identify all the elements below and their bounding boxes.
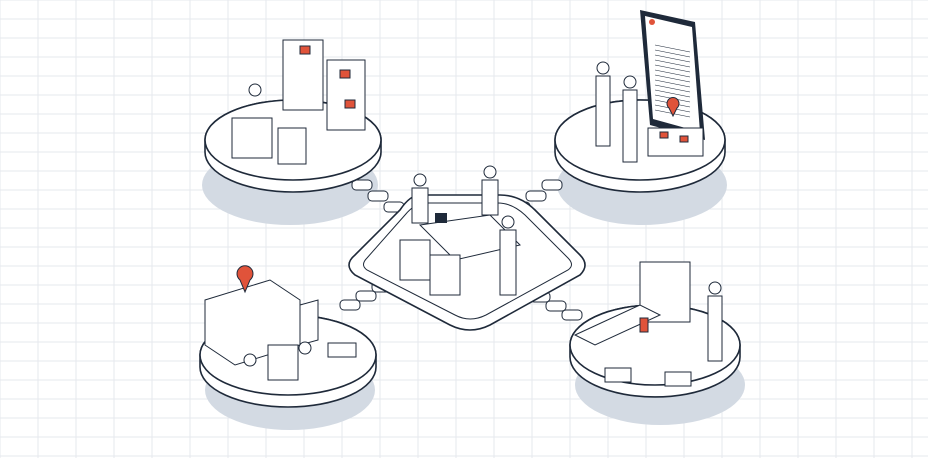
connector-tile <box>541 179 563 191</box>
box-pallet-icon <box>647 127 704 157</box>
laptop-icon <box>435 213 447 223</box>
location-pin-icon <box>666 97 680 118</box>
engineer-icon <box>707 281 723 362</box>
delivery-truck-icon <box>204 279 319 367</box>
meeting-hub-platform <box>348 165 586 331</box>
connector-tile <box>355 290 377 302</box>
robot-arm-icon <box>639 317 649 333</box>
warehouse-office-platform <box>204 39 382 193</box>
agreement-platform <box>554 10 726 193</box>
connector-tile <box>351 179 373 191</box>
robot-cart-icon <box>327 342 357 358</box>
connector-tile <box>367 190 389 202</box>
delivery-platform <box>199 265 377 408</box>
chair-icon <box>277 127 307 165</box>
office-desk-icon <box>231 117 273 159</box>
connector-tile <box>339 299 361 311</box>
forklift-icon <box>267 344 299 381</box>
worker-icon <box>248 83 262 97</box>
connector-tile <box>525 190 547 202</box>
shelving-rack-icon <box>282 39 366 131</box>
location-pin-icon <box>236 265 254 294</box>
factory-platform <box>569 261 741 398</box>
connector-tile <box>545 300 567 312</box>
team-members-icon <box>399 165 517 296</box>
robot-cart-icon <box>664 371 692 387</box>
handshake-people-icon <box>595 61 638 163</box>
clipboard-contract-icon <box>640 10 705 140</box>
meeting-table-icon <box>418 214 521 261</box>
connector-tile <box>561 309 583 321</box>
conveyor-icon <box>573 304 662 346</box>
robot-cart-icon <box>604 367 632 383</box>
